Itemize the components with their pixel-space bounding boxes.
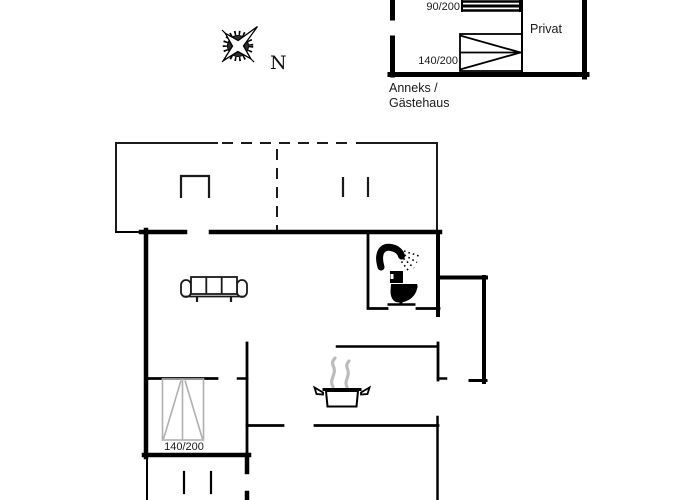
annex-caption-line2: Gästehaus xyxy=(389,96,450,110)
terrace-post-marks xyxy=(341,177,370,197)
bed-double-icon xyxy=(161,378,205,441)
annex-bed-double-label: 140/200 xyxy=(418,55,458,67)
compass-rose-icon xyxy=(221,26,258,63)
annex-caption-line1: Anneks / xyxy=(389,81,438,95)
main-bed-double-label: 140/200 xyxy=(164,441,204,453)
shower-icon xyxy=(376,243,420,272)
annex-bed-single-label: 90/200 xyxy=(426,1,460,13)
sofa-icon xyxy=(180,276,248,302)
main-house-walls xyxy=(115,227,488,500)
terrace-outline xyxy=(115,142,438,232)
bed-single-icon xyxy=(461,0,521,12)
compass-north-label: N xyxy=(270,52,287,74)
lower-terrace-post-marks xyxy=(182,470,213,495)
cooking-pot-icon xyxy=(312,356,372,408)
terrace-grill-mark xyxy=(179,174,211,198)
annex-private-room-label: Privat xyxy=(530,22,562,36)
steam-icon xyxy=(330,356,351,389)
bed-double-icon xyxy=(459,33,523,72)
toilet-icon xyxy=(387,271,418,306)
